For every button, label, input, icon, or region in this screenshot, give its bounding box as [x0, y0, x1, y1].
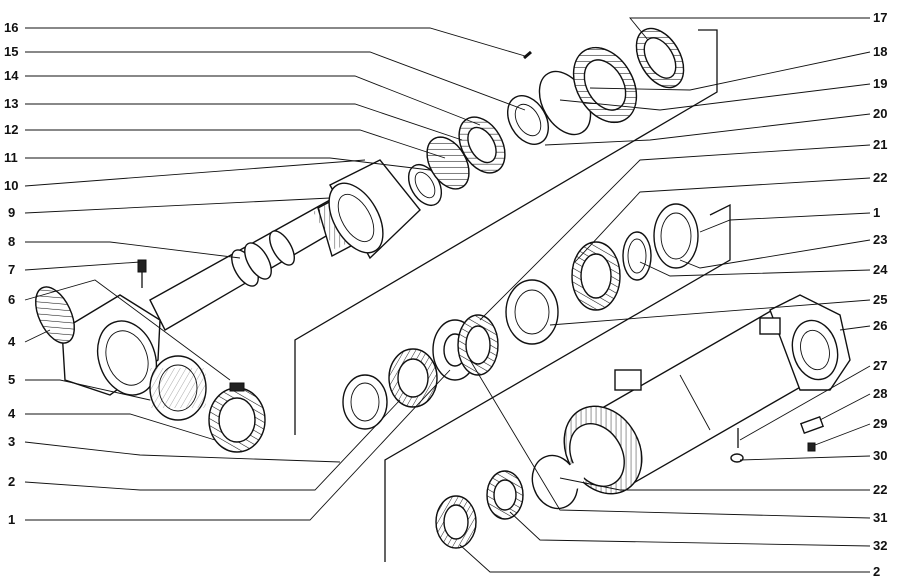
- callout-right-10: 25: [873, 292, 887, 307]
- callout-right-13: 28: [873, 386, 887, 401]
- callout-right-15: 30: [873, 448, 887, 463]
- callout-right-17: 31: [873, 510, 887, 525]
- callout-right-6: 22: [873, 170, 887, 185]
- callout-right-9: 24: [873, 262, 888, 277]
- callout-right-19: 2: [873, 564, 880, 579]
- callout-right-4: 20: [873, 106, 887, 121]
- callout-left-2: 15: [4, 44, 18, 59]
- callout-left-4: 13: [4, 96, 18, 111]
- seal-stack-top: [407, 27, 685, 206]
- callout-left-10: 7: [8, 262, 15, 277]
- eye-bushings: [149, 319, 478, 453]
- callout-right-3: 19: [873, 76, 887, 91]
- callout-left-16: 2: [8, 474, 15, 489]
- callout-right-16: 22: [873, 482, 887, 497]
- callout-left-5: 12: [4, 122, 18, 137]
- callout-left-11: 6: [8, 292, 15, 307]
- callout-left-12: 4: [8, 334, 16, 349]
- callout-right-14: 29: [873, 416, 887, 431]
- seal-stack-middle: [457, 203, 699, 376]
- callout-right-18: 32: [873, 538, 887, 553]
- callout-right-11: 26: [873, 318, 887, 333]
- cylinder-barrel: [563, 294, 851, 495]
- lower-parts: [435, 454, 584, 549]
- callout-right-1: 17: [873, 10, 887, 25]
- callout-right-7: 1: [873, 205, 880, 220]
- callout-left-14: 4: [8, 406, 16, 421]
- callout-right-12: 27: [873, 358, 887, 373]
- piston-rod-assembly: [35, 159, 421, 396]
- callout-left-13: 5: [8, 372, 15, 387]
- callout-labels: 16 15 14 13 12 11 10 9 8 7 6 4 5 4 3 2 1…: [4, 10, 888, 579]
- callout-right-2: 18: [873, 44, 887, 59]
- callout-left-15: 3: [8, 434, 15, 449]
- callout-left-6: 11: [4, 150, 18, 165]
- callout-left-1: 16: [4, 20, 18, 35]
- callout-right-5: 21: [873, 137, 887, 152]
- callout-left-8: 9: [8, 205, 15, 220]
- group-brackets: [294, 29, 731, 562]
- callout-right-8: 23: [873, 232, 887, 247]
- callout-left-17: 1: [8, 512, 15, 527]
- callout-left-3: 14: [4, 68, 19, 83]
- callout-left-7: 10: [4, 178, 18, 193]
- leader-lines: [24, 17, 871, 573]
- callout-left-9: 8: [8, 234, 15, 249]
